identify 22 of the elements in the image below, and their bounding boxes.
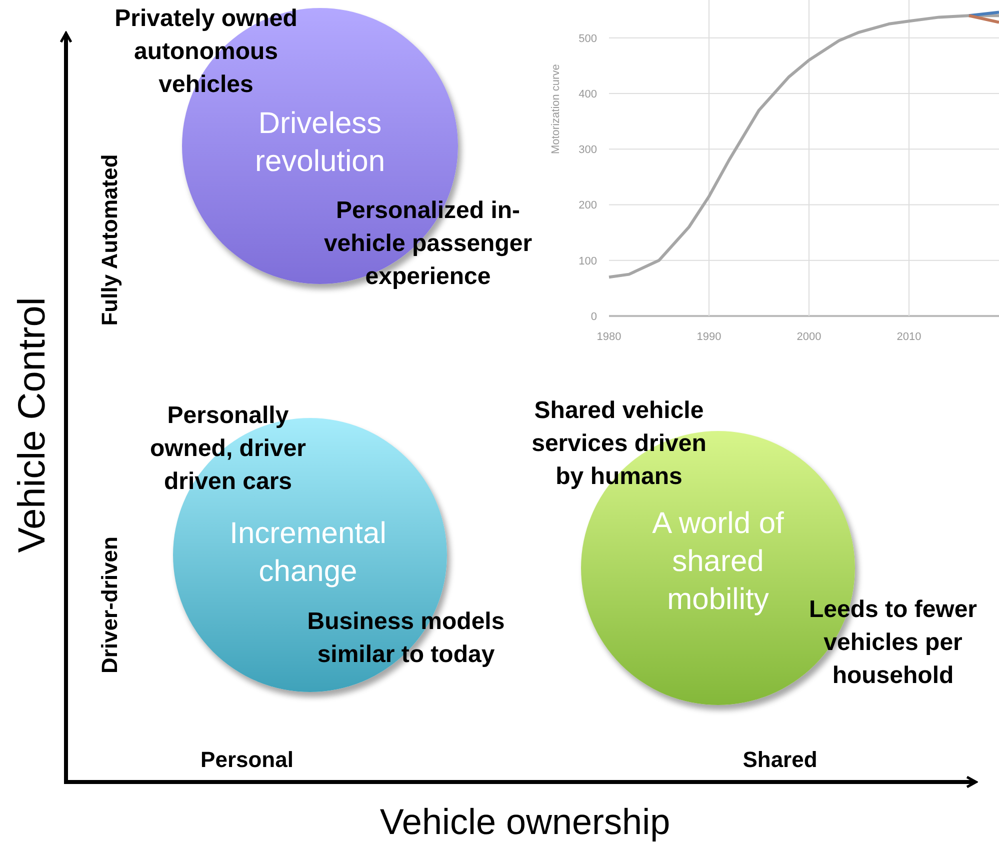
axis-category-label: Shared [742, 747, 818, 773]
tick-label: 500 [578, 32, 597, 45]
axis-title: Motorization curve [550, 64, 562, 154]
axis-category-label: Fully Automated [97, 154, 123, 326]
axis-category-label: Personal [200, 747, 294, 773]
tick-label: 200 [578, 200, 597, 212]
annotation-text: Personally owned, driver driven cars [148, 401, 308, 497]
tick-label: 2000 [796, 331, 822, 343]
axis-title: Vehicle Control [12, 297, 54, 553]
tick-label: 1990 [696, 331, 722, 343]
annotation-text: Privately owned autonomous vehicles [114, 4, 298, 100]
axis-title: Vehicle ownership [380, 801, 670, 843]
tick-label: 400 [578, 88, 597, 100]
scenario-title: Driveless revolution [254, 106, 386, 180]
scenario-title: A world of shared mobility [651, 506, 785, 618]
scenario-title: Incremental change [228, 516, 388, 590]
tick-label: 100 [578, 255, 597, 268]
tick-label: 2010 [896, 331, 922, 343]
tick-label: 300 [578, 144, 597, 156]
axis-category-label: Driver-driven [97, 536, 123, 674]
tick-label: 0 [590, 311, 597, 323]
tick-label: 1980 [596, 331, 622, 343]
